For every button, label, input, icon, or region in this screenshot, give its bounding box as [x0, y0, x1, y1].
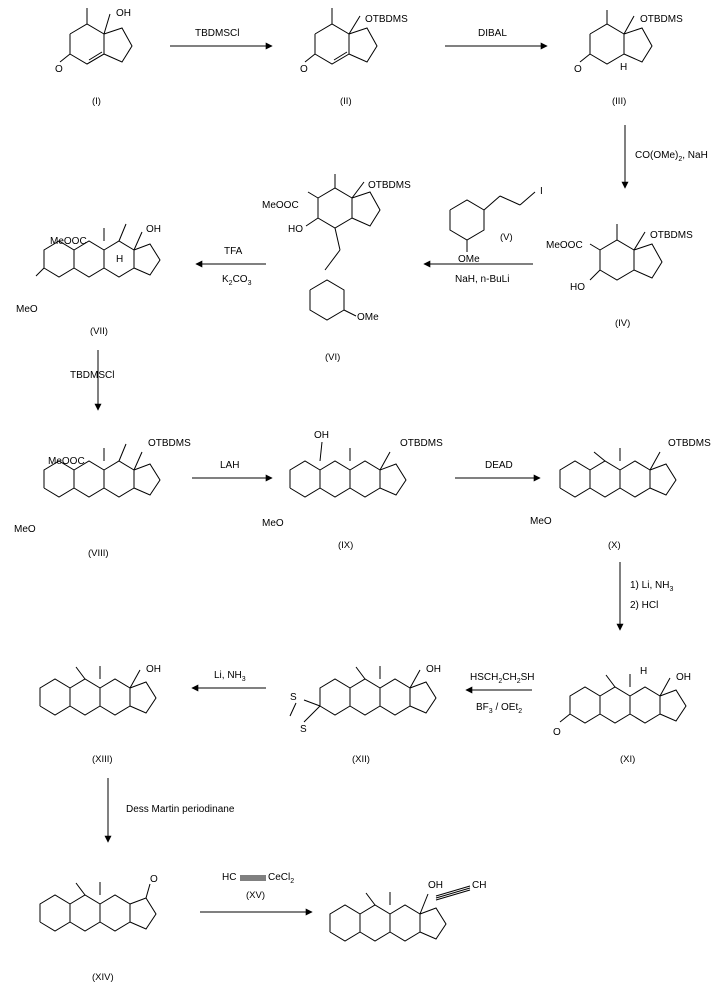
alkyne-ch-label: CH [472, 880, 486, 891]
reagent-dibal: DIBAL [478, 28, 507, 39]
reagent-co-ome2: CO(OMe)2, NaH [635, 150, 708, 163]
meo-label: MeO [16, 304, 38, 315]
compound-label-X: (X) [608, 540, 621, 551]
s-label-1: S [290, 692, 297, 703]
reagent-bf3: BF3 / OEt2 [476, 702, 522, 715]
ho-label: HO [570, 282, 585, 293]
compound-X: OTBDMS MeO (X) [530, 438, 711, 551]
reagent-li-nh3: 1) Li, NH3 [630, 580, 673, 593]
compound-IV: OTBDMS MeOOC HO (IV) [546, 224, 693, 329]
oh-label: OH [146, 664, 161, 675]
h-label: H [620, 62, 627, 73]
ketone-o-label: O [55, 64, 63, 75]
ho-label: HO [288, 224, 303, 235]
compound-label-VI: (VI) [325, 352, 340, 363]
oh-label: OH [676, 672, 691, 683]
reagent-k2co3: K2CO3 [222, 274, 252, 287]
oh-label: OH [428, 880, 443, 891]
compound-label-II: (II) [340, 96, 352, 107]
compound-label-XIV: (XIV) [92, 972, 114, 983]
compound-I: OH O (I) [55, 8, 133, 107]
reagent-cecl2: CeCl2 [268, 872, 294, 885]
reagent-lah: LAH [220, 460, 239, 471]
compound-XIV: O (XIV) [39, 874, 158, 983]
compound-XII: OH S S (XII) [289, 664, 441, 765]
compound-II: OTBDMS O (II) [300, 8, 408, 107]
h-label: H [116, 254, 123, 265]
ketone-o-label: O [553, 727, 561, 738]
compound-label-XI: (XI) [620, 754, 635, 765]
compound-label-XII: (XII) [352, 754, 370, 765]
ketone-o-label: O [574, 64, 582, 75]
ome-label: OMe [458, 254, 480, 265]
oh-label: OH [314, 430, 329, 441]
compound-VII: OH MeOOC MeO H (VII) [16, 223, 161, 337]
iodide-label: I [540, 186, 543, 197]
meo-label: MeO [530, 516, 552, 527]
meooc-label: MeOOC [546, 240, 583, 251]
otbdms-label: OTBDMS [148, 438, 191, 449]
meooc-label: MeOOC [50, 236, 87, 247]
reagent-tfa: TFA [224, 246, 243, 257]
reagent-tbdmscl-1: TBDMSCl [195, 28, 239, 39]
meooc-label: MeOOC [262, 200, 299, 211]
h3c-label: H [640, 666, 647, 677]
compound-label-XIII: (XIII) [92, 754, 113, 765]
compound-label-IX: (IX) [338, 540, 353, 551]
compound-label-I: (I) [92, 96, 101, 107]
reagent-dess-martin: Dess Martin periodinane [126, 804, 235, 815]
ketone-o-label: O [150, 874, 158, 885]
reagent-dead: DEAD [485, 460, 513, 471]
oh-label: OH [426, 664, 441, 675]
reagent-xv-label: (XV) [246, 890, 265, 901]
compound-label-VIII: (VIII) [88, 548, 109, 559]
compound-label-III: (III) [612, 96, 626, 107]
reagent-tbdmscl-2: TBDMSCl [70, 370, 114, 381]
compound-label-VII: (VII) [90, 326, 108, 337]
meooc-label: MeOOC [48, 456, 85, 467]
reagent-li-nh3-2: Li, NH3 [214, 670, 246, 683]
otbdms-label: OTBDMS [640, 14, 683, 25]
compound-VI: OTBDMS MeOOC HO OMe (VI) [262, 174, 411, 363]
otbdms-label: OTBDMS [368, 180, 411, 191]
reagent-nah-buli: NaH, n-BuLi [455, 274, 509, 285]
otbdms-label: OTBDMS [400, 438, 443, 449]
reagent-dithiol: HSCH2CH2SH [470, 672, 535, 685]
compound-label-V: (V) [500, 232, 513, 243]
meo-label: MeO [14, 524, 36, 535]
compound-final: OH CH [329, 880, 486, 942]
oh-label: OH [146, 224, 161, 235]
ketone-o-label: O [300, 64, 308, 75]
compound-IX: OTBDMS OH MeO (IX) [262, 430, 443, 551]
compound-VIII: OTBDMS MeOOC MeO (VIII) [14, 438, 191, 559]
otbdms-label: OTBDMS [668, 438, 711, 449]
reagent-hc: HC [222, 872, 236, 883]
compound-V: I OMe (V) [449, 186, 543, 265]
compound-XI: OH O H (XI) [553, 666, 691, 765]
meo-label: MeO [262, 518, 284, 529]
ome-label: OMe [357, 312, 379, 323]
otbdms-label: OTBDMS [650, 230, 693, 241]
compound-label-IV: (IV) [615, 318, 630, 329]
compound-XIII: OH (XIII) [39, 664, 161, 765]
reagent-hcl: 2) HCl [630, 600, 658, 611]
s-label-2: S [300, 724, 307, 735]
compound-III: OTBDMS O H (III) [574, 10, 683, 107]
oh-label: OH [116, 8, 131, 19]
otbdms-label: OTBDMS [365, 14, 408, 25]
